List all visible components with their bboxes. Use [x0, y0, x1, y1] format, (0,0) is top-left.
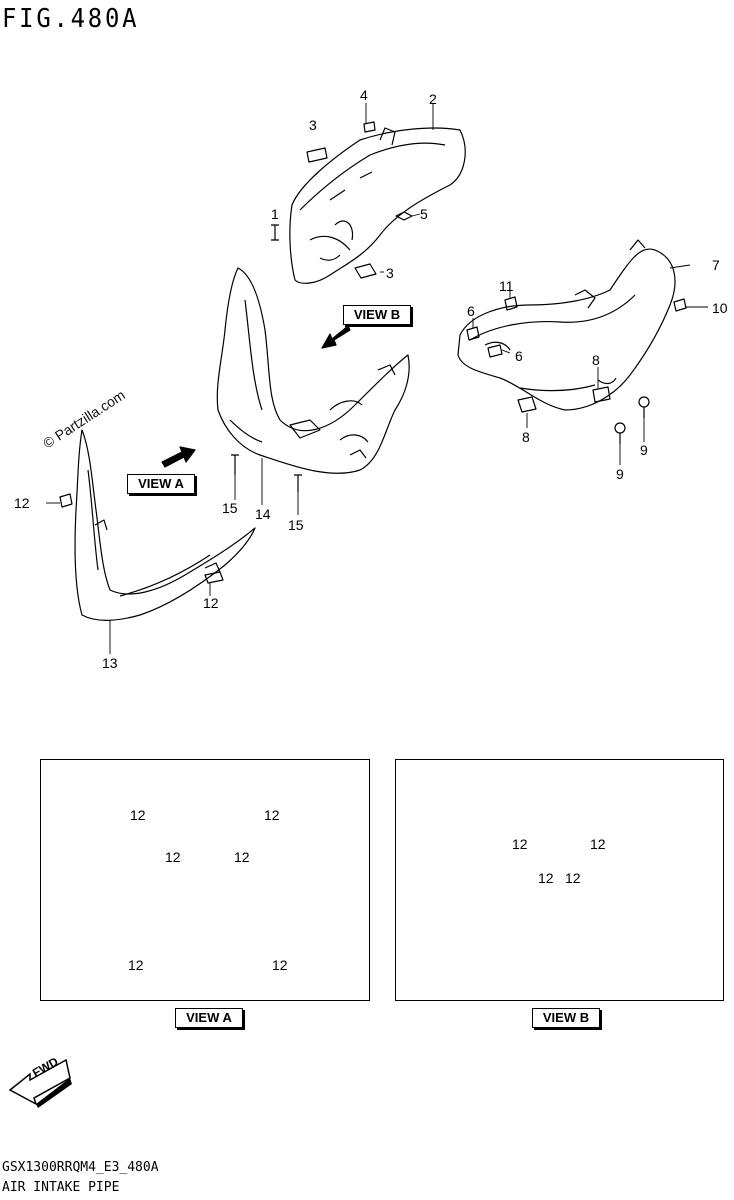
- view-a-box: [40, 759, 370, 1001]
- callout-6-lower: 6: [515, 348, 523, 364]
- callout-12-lower: 12: [203, 595, 219, 611]
- view-a-callout-12-mid-right: 12: [234, 849, 250, 865]
- rivet-part-9b: [614, 422, 626, 444]
- callout-11: 11: [499, 278, 514, 294]
- callout-9-left: 9: [616, 466, 624, 482]
- callout-1: 1: [271, 206, 279, 222]
- fwd-arrow-shape: [8, 1058, 72, 1108]
- bolt-part-1: [271, 224, 279, 241]
- view-a-callout-12-upper-right: 12: [264, 807, 280, 823]
- pad-part-3-upper: [306, 147, 328, 163]
- view-a-arrow: [161, 446, 196, 468]
- pad-part-8a: [592, 386, 611, 403]
- callout-3-lower: 3: [386, 265, 394, 281]
- section-name: AIR INTAKE PIPE: [2, 1180, 120, 1195]
- model-code: GSX1300RRQM4_E3_480A: [2, 1160, 159, 1175]
- callout-10: 10: [712, 300, 728, 316]
- intake-duct-left-part-7: [457, 239, 676, 411]
- callout-8-upper: 8: [592, 352, 600, 368]
- view-a-callout-12-lower-right: 12: [272, 957, 288, 973]
- intake-duct-right-part-2: [289, 127, 466, 284]
- pad-part-12a: [59, 493, 73, 508]
- clip-part-4: [363, 121, 376, 133]
- clip-part-10: [673, 298, 687, 312]
- callout-15-left: 15: [222, 500, 238, 516]
- view-a-label-main: VIEW A: [127, 474, 195, 494]
- clip-part-6b: [487, 344, 503, 358]
- callout-7: 7: [712, 257, 720, 273]
- callout-15-right: 15: [288, 517, 304, 533]
- callout-5: 5: [420, 206, 428, 222]
- pad-part-3-lower: [354, 263, 377, 279]
- view-a-callout-12-mid-left: 12: [165, 849, 181, 865]
- callout-3-upper: 3: [309, 117, 317, 133]
- view-b-callout-12-upper-right: 12: [590, 836, 606, 852]
- pad-part-8b: [517, 396, 537, 413]
- screw-part-15b: [294, 474, 302, 492]
- callout-12-left: 12: [14, 495, 30, 511]
- view-a-caption: VIEW A: [175, 1008, 243, 1028]
- figure-title: FIG.480A: [2, 4, 140, 34]
- view-b-callout-12-mid-right: 12: [565, 870, 581, 886]
- callout-9-right: 9: [640, 442, 648, 458]
- view-b-box: [395, 759, 724, 1001]
- view-b-caption: VIEW B: [532, 1008, 600, 1028]
- view-a-callout-12-upper-left: 12: [130, 807, 146, 823]
- view-b-callout-12-upper-left: 12: [512, 836, 528, 852]
- lower-cover-part-13: [74, 429, 256, 621]
- view-b-arrow: [321, 325, 351, 349]
- callout-13: 13: [102, 655, 118, 671]
- callout-14: 14: [255, 506, 271, 522]
- air-duct-cover-part-14: [216, 267, 410, 474]
- view-b-callout-12-mid-left: 12: [538, 870, 554, 886]
- callout-8-lower: 8: [522, 429, 530, 445]
- view-b-label-main: VIEW B: [343, 305, 411, 325]
- rivet-part-9a: [638, 396, 650, 418]
- callout-4: 4: [360, 87, 368, 103]
- clip-part-11: [504, 296, 518, 311]
- screw-part-15a: [231, 454, 239, 475]
- callout-2: 2: [429, 91, 437, 107]
- clip-part-6a: [466, 326, 480, 341]
- callout-6-upper: 6: [467, 303, 475, 319]
- pad-part-12b: [204, 571, 224, 584]
- view-a-callout-12-lower-left: 12: [128, 957, 144, 973]
